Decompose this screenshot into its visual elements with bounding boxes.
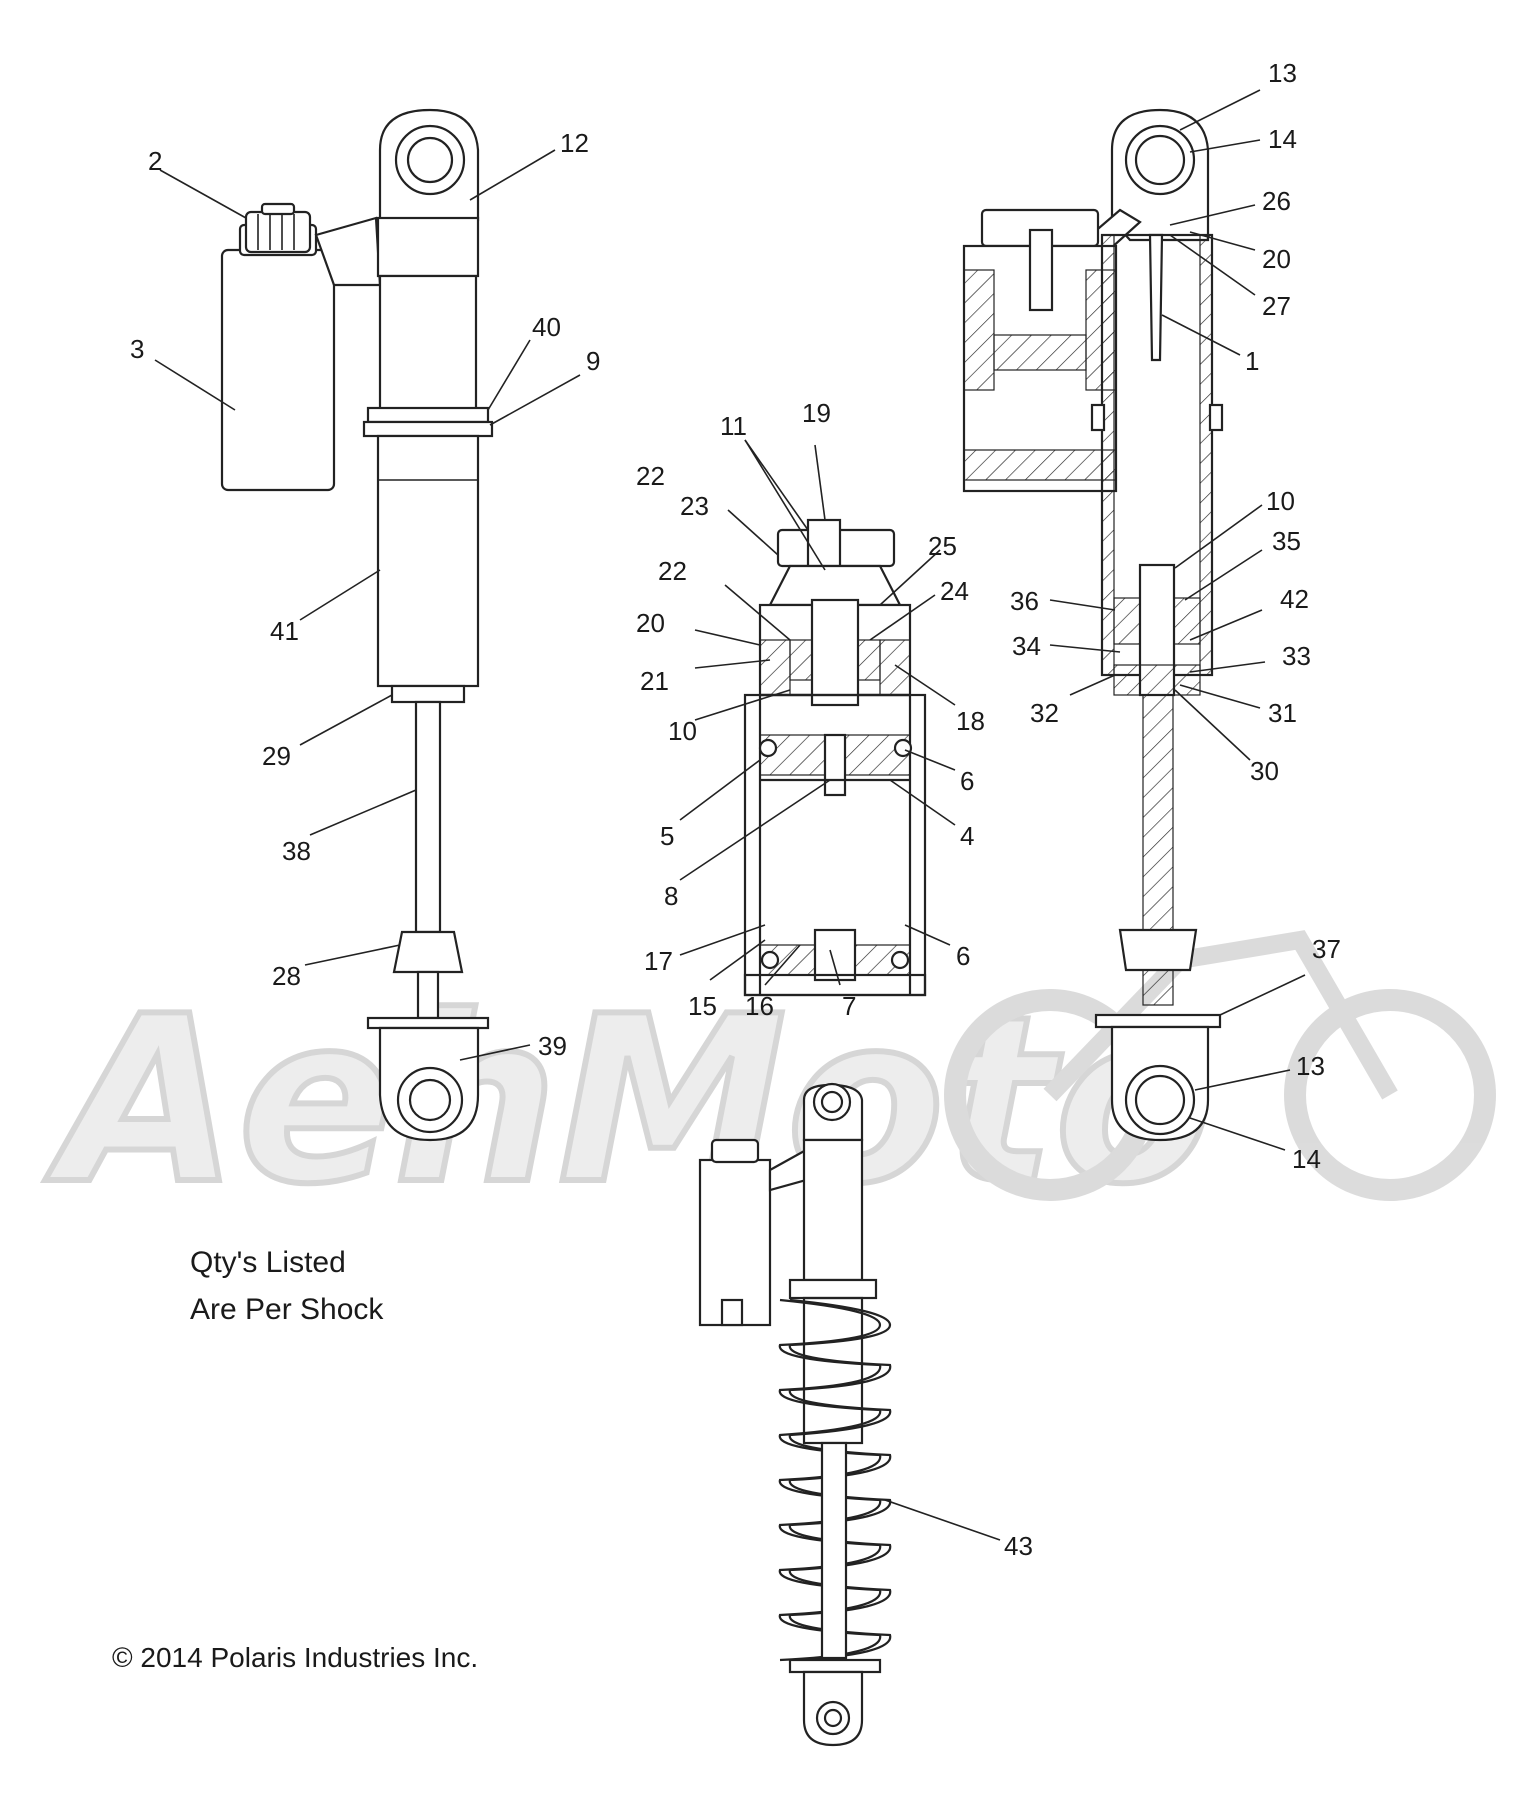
reservoir-cross-section [743,518,927,997]
callout-23: 23 [680,491,709,521]
leader-lines [154,89,1306,1541]
callout-3: 3 [130,334,144,364]
callout-37: 37 [1312,934,1341,964]
callout-labels: 2 12 3 40 9 41 29 38 28 39 22 11 19 23 2… [130,58,1341,1561]
shock-with-spring-assembly [698,1082,892,1747]
shock-right-cross-section [962,108,1224,1142]
callout-30: 30 [1250,756,1279,786]
callout-28: 28 [272,961,301,991]
copyright-text: © 2014 Polaris Industries Inc. [112,1642,479,1673]
callout-29: 29 [262,741,291,771]
callout-13-bottom: 13 [1296,1051,1325,1081]
callout-31: 31 [1268,698,1297,728]
callout-25: 25 [928,531,957,561]
callout-14-top: 14 [1268,124,1297,154]
callout-1: 1 [1245,346,1259,376]
callout-35: 35 [1272,526,1301,556]
callout-4: 4 [960,821,974,851]
quantity-note-line2: Are Per Shock [190,1292,384,1326]
callout-11: 11 [720,411,747,441]
callout-10-center: 10 [668,716,697,746]
callout-8: 8 [664,881,678,911]
callout-40: 40 [532,312,561,342]
callout-9: 9 [586,346,600,376]
callout-20-right: 20 [1262,244,1291,274]
callout-15: 15 [688,991,717,1021]
callout-18: 18 [956,706,985,736]
callout-39: 39 [538,1031,567,1061]
callout-32: 32 [1030,698,1059,728]
callout-33: 33 [1282,641,1311,671]
callout-22-top: 22 [636,461,665,491]
callout-43: 43 [1004,1531,1033,1561]
callout-17: 17 [644,946,673,976]
callout-20-center: 20 [636,608,665,638]
watermark: AehMoto [42,930,1496,1238]
callout-38: 38 [282,836,311,866]
shock-left-assembly [220,108,494,1142]
callout-42: 42 [1280,584,1309,614]
callout-6-upper: 6 [960,766,974,796]
callout-5: 5 [660,821,674,851]
callout-41: 41 [270,616,299,646]
callout-19: 19 [802,398,831,428]
callout-26: 26 [1262,186,1291,216]
callout-10-right: 10 [1266,486,1295,516]
callout-14-bottom: 14 [1292,1144,1321,1174]
quantity-note-line1: Qty's Listed [190,1246,346,1279]
callout-36: 36 [1010,586,1039,616]
quantity-note: Qty's Listed Are Per Shock [190,1240,383,1333]
callout-27: 27 [1262,291,1291,321]
callout-13-top: 13 [1268,58,1297,88]
callout-21: 21 [640,666,669,696]
callout-2: 2 [148,146,162,176]
coil-spring [778,1298,892,1662]
callout-34: 34 [1012,631,1041,661]
callout-22: 22 [658,556,687,586]
callout-6-lower: 6 [956,941,970,971]
callout-7: 7 [842,991,856,1021]
callout-16: 16 [745,991,774,1021]
callout-24: 24 [940,576,969,606]
callout-12: 12 [560,128,589,158]
